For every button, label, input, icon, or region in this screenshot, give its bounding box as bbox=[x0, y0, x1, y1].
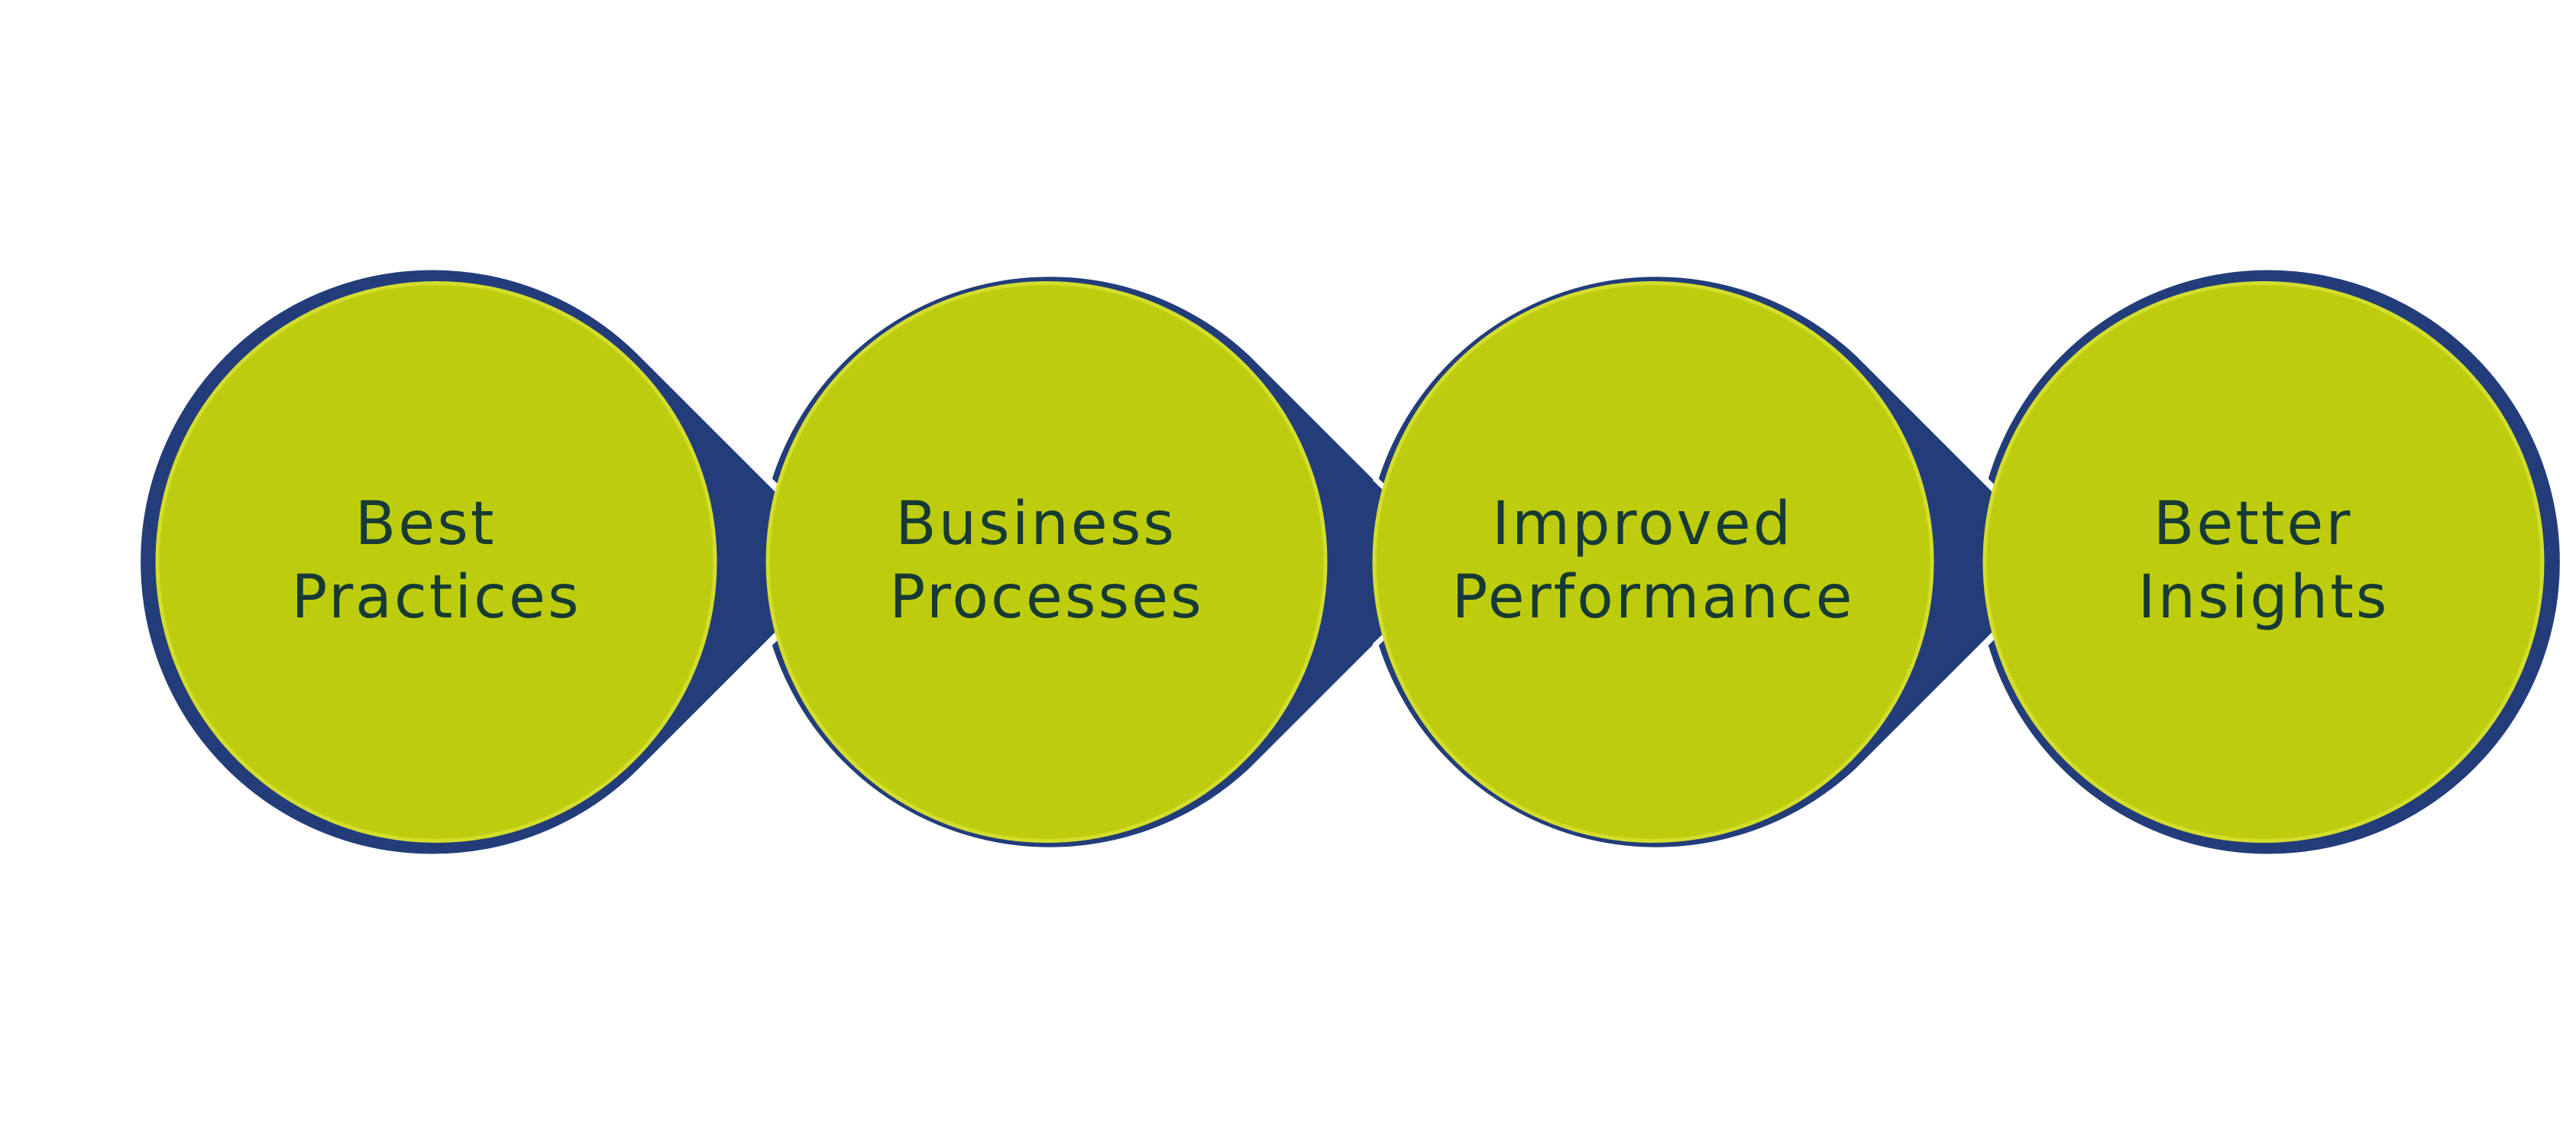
step-1-circle bbox=[155, 281, 717, 843]
step-1: Best Practices bbox=[135, 264, 853, 860]
step-1-label-line-2: Practices bbox=[291, 563, 581, 632]
step-1-label-line-1: Best bbox=[355, 490, 497, 559]
step-4-label-line-1: Better bbox=[2154, 490, 2353, 559]
step-4-circle bbox=[1982, 281, 2545, 843]
step-4-label-line-2: Insights bbox=[2138, 563, 2390, 632]
step-3-label-line-1: Improved bbox=[1492, 490, 1793, 559]
step-3-circle bbox=[1372, 281, 1934, 843]
step-2-circle bbox=[765, 281, 1328, 843]
step-2-label-line-2: Processes bbox=[889, 563, 1204, 632]
step-3-label: Improved Performance bbox=[1451, 490, 1854, 632]
step-3: Improved Performance bbox=[1372, 271, 2070, 853]
step-4: Better Insights bbox=[1982, 264, 2565, 860]
step-2-label: Business Processes bbox=[889, 490, 1204, 632]
step-1-label: Best Practices bbox=[291, 490, 581, 632]
step-3-label-line-2: Performance bbox=[1451, 563, 1854, 632]
step-4-label: Better Insights bbox=[2138, 490, 2390, 632]
step-2: Business Processes bbox=[765, 271, 1464, 853]
step-2-label-line-1: Business bbox=[895, 490, 1176, 559]
